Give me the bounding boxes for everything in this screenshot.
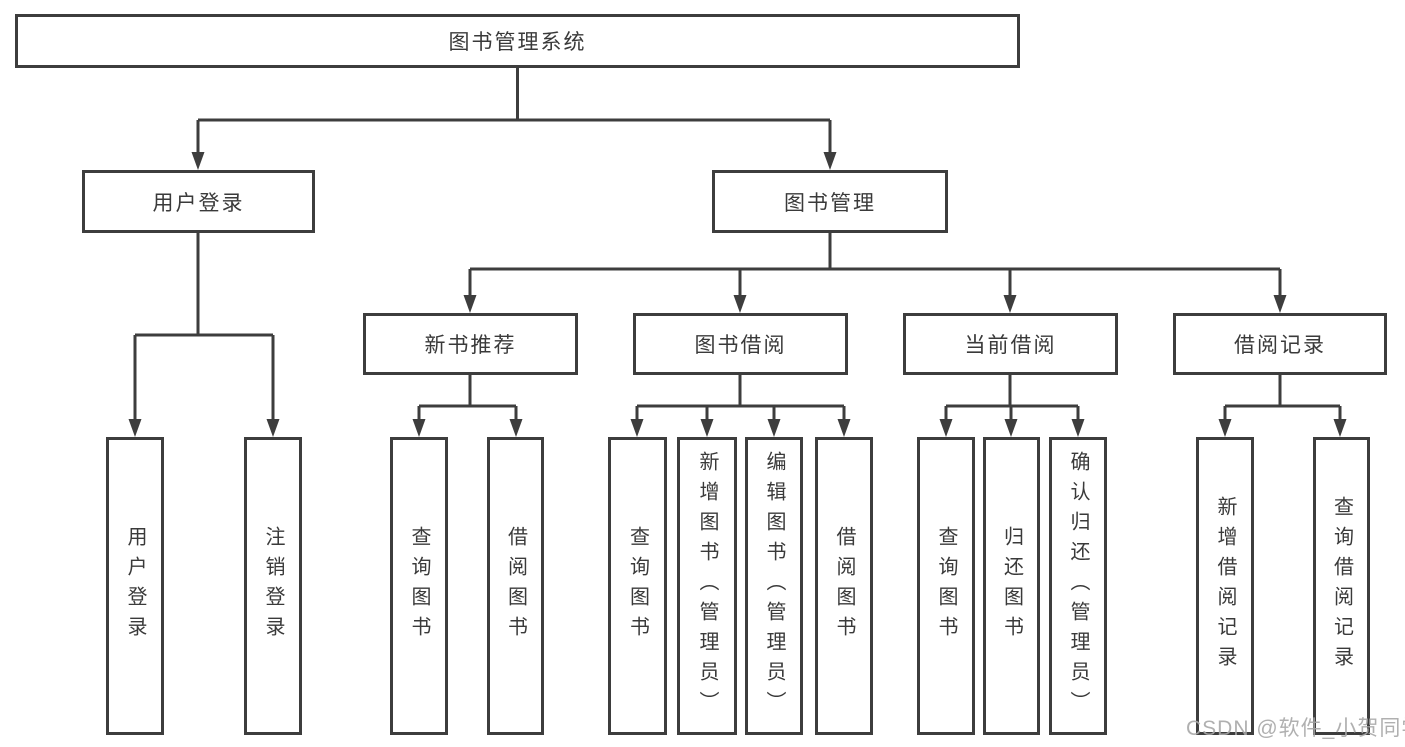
- node-label: 图书管理系统: [448, 31, 587, 54]
- leaf-rec-borrow-books: 借阅图书: [487, 437, 544, 735]
- node-user-login: 用户登录: [82, 170, 315, 233]
- node-book-management: 图书管理: [712, 170, 948, 233]
- node-new-book-recommendation: 新书推荐: [363, 313, 578, 375]
- leaf-rec-query-books: 查询图书: [390, 437, 448, 735]
- leaf-label: 查询图书: [935, 526, 957, 646]
- leaf-bb-borrow-books: 借阅图书: [815, 437, 873, 735]
- leaf-bb-edit-books-admin: 编辑图书（管理员）: [745, 437, 803, 735]
- leaf-label: 新增借阅记录: [1214, 496, 1236, 676]
- leaf-label: 查询图书: [626, 526, 649, 646]
- node-label: 图书借阅: [694, 334, 787, 357]
- leaf-bb-add-books-admin: 新增图书（管理员）: [677, 437, 737, 735]
- leaf-label: 查询图书: [408, 526, 430, 646]
- leaf-label: 注销登录: [262, 526, 284, 646]
- node-current-borrowing: 当前借阅: [903, 313, 1118, 375]
- node-book-borrowing: 图书借阅: [633, 313, 848, 375]
- leaf-user-login: 用户登录: [106, 437, 164, 735]
- leaf-logout: 注销登录: [244, 437, 302, 735]
- node-label: 图书管理: [784, 191, 876, 215]
- leaf-br-add-record: 新增借阅记录: [1196, 437, 1254, 735]
- node-borrowing-records: 借阅记录: [1173, 313, 1387, 375]
- leaf-label: 用户登录: [124, 526, 146, 646]
- leaf-label: 编辑图书（管理员）: [763, 451, 785, 721]
- node-label: 用户登录: [152, 191, 245, 215]
- leaf-label: 新增图书（管理员）: [696, 451, 718, 721]
- leaf-bb-query-books: 查询图书: [608, 437, 667, 735]
- node-label: 新书推荐: [424, 334, 517, 357]
- leaf-label: 查询借阅记录: [1330, 496, 1353, 676]
- node-label: 当前借阅: [964, 334, 1057, 357]
- leaf-cb-return-books: 归还图书: [983, 437, 1040, 735]
- watermark: CSDN @软件_小贺同学: [1186, 717, 1405, 740]
- leaf-label: 确认归还（管理员）: [1067, 451, 1089, 721]
- leaf-cb-confirm-return-admin: 确认归还（管理员）: [1049, 437, 1107, 735]
- leaf-label: 借阅图书: [833, 526, 855, 646]
- leaf-cb-query-books: 查询图书: [917, 437, 975, 735]
- node-label: 借阅记录: [1234, 334, 1326, 357]
- leaf-label: 归还图书: [1000, 526, 1023, 646]
- leaf-br-query-record: 查询借阅记录: [1313, 437, 1370, 735]
- node-library-management-system: 图书管理系统: [15, 14, 1020, 68]
- leaf-label: 借阅图书: [504, 526, 527, 646]
